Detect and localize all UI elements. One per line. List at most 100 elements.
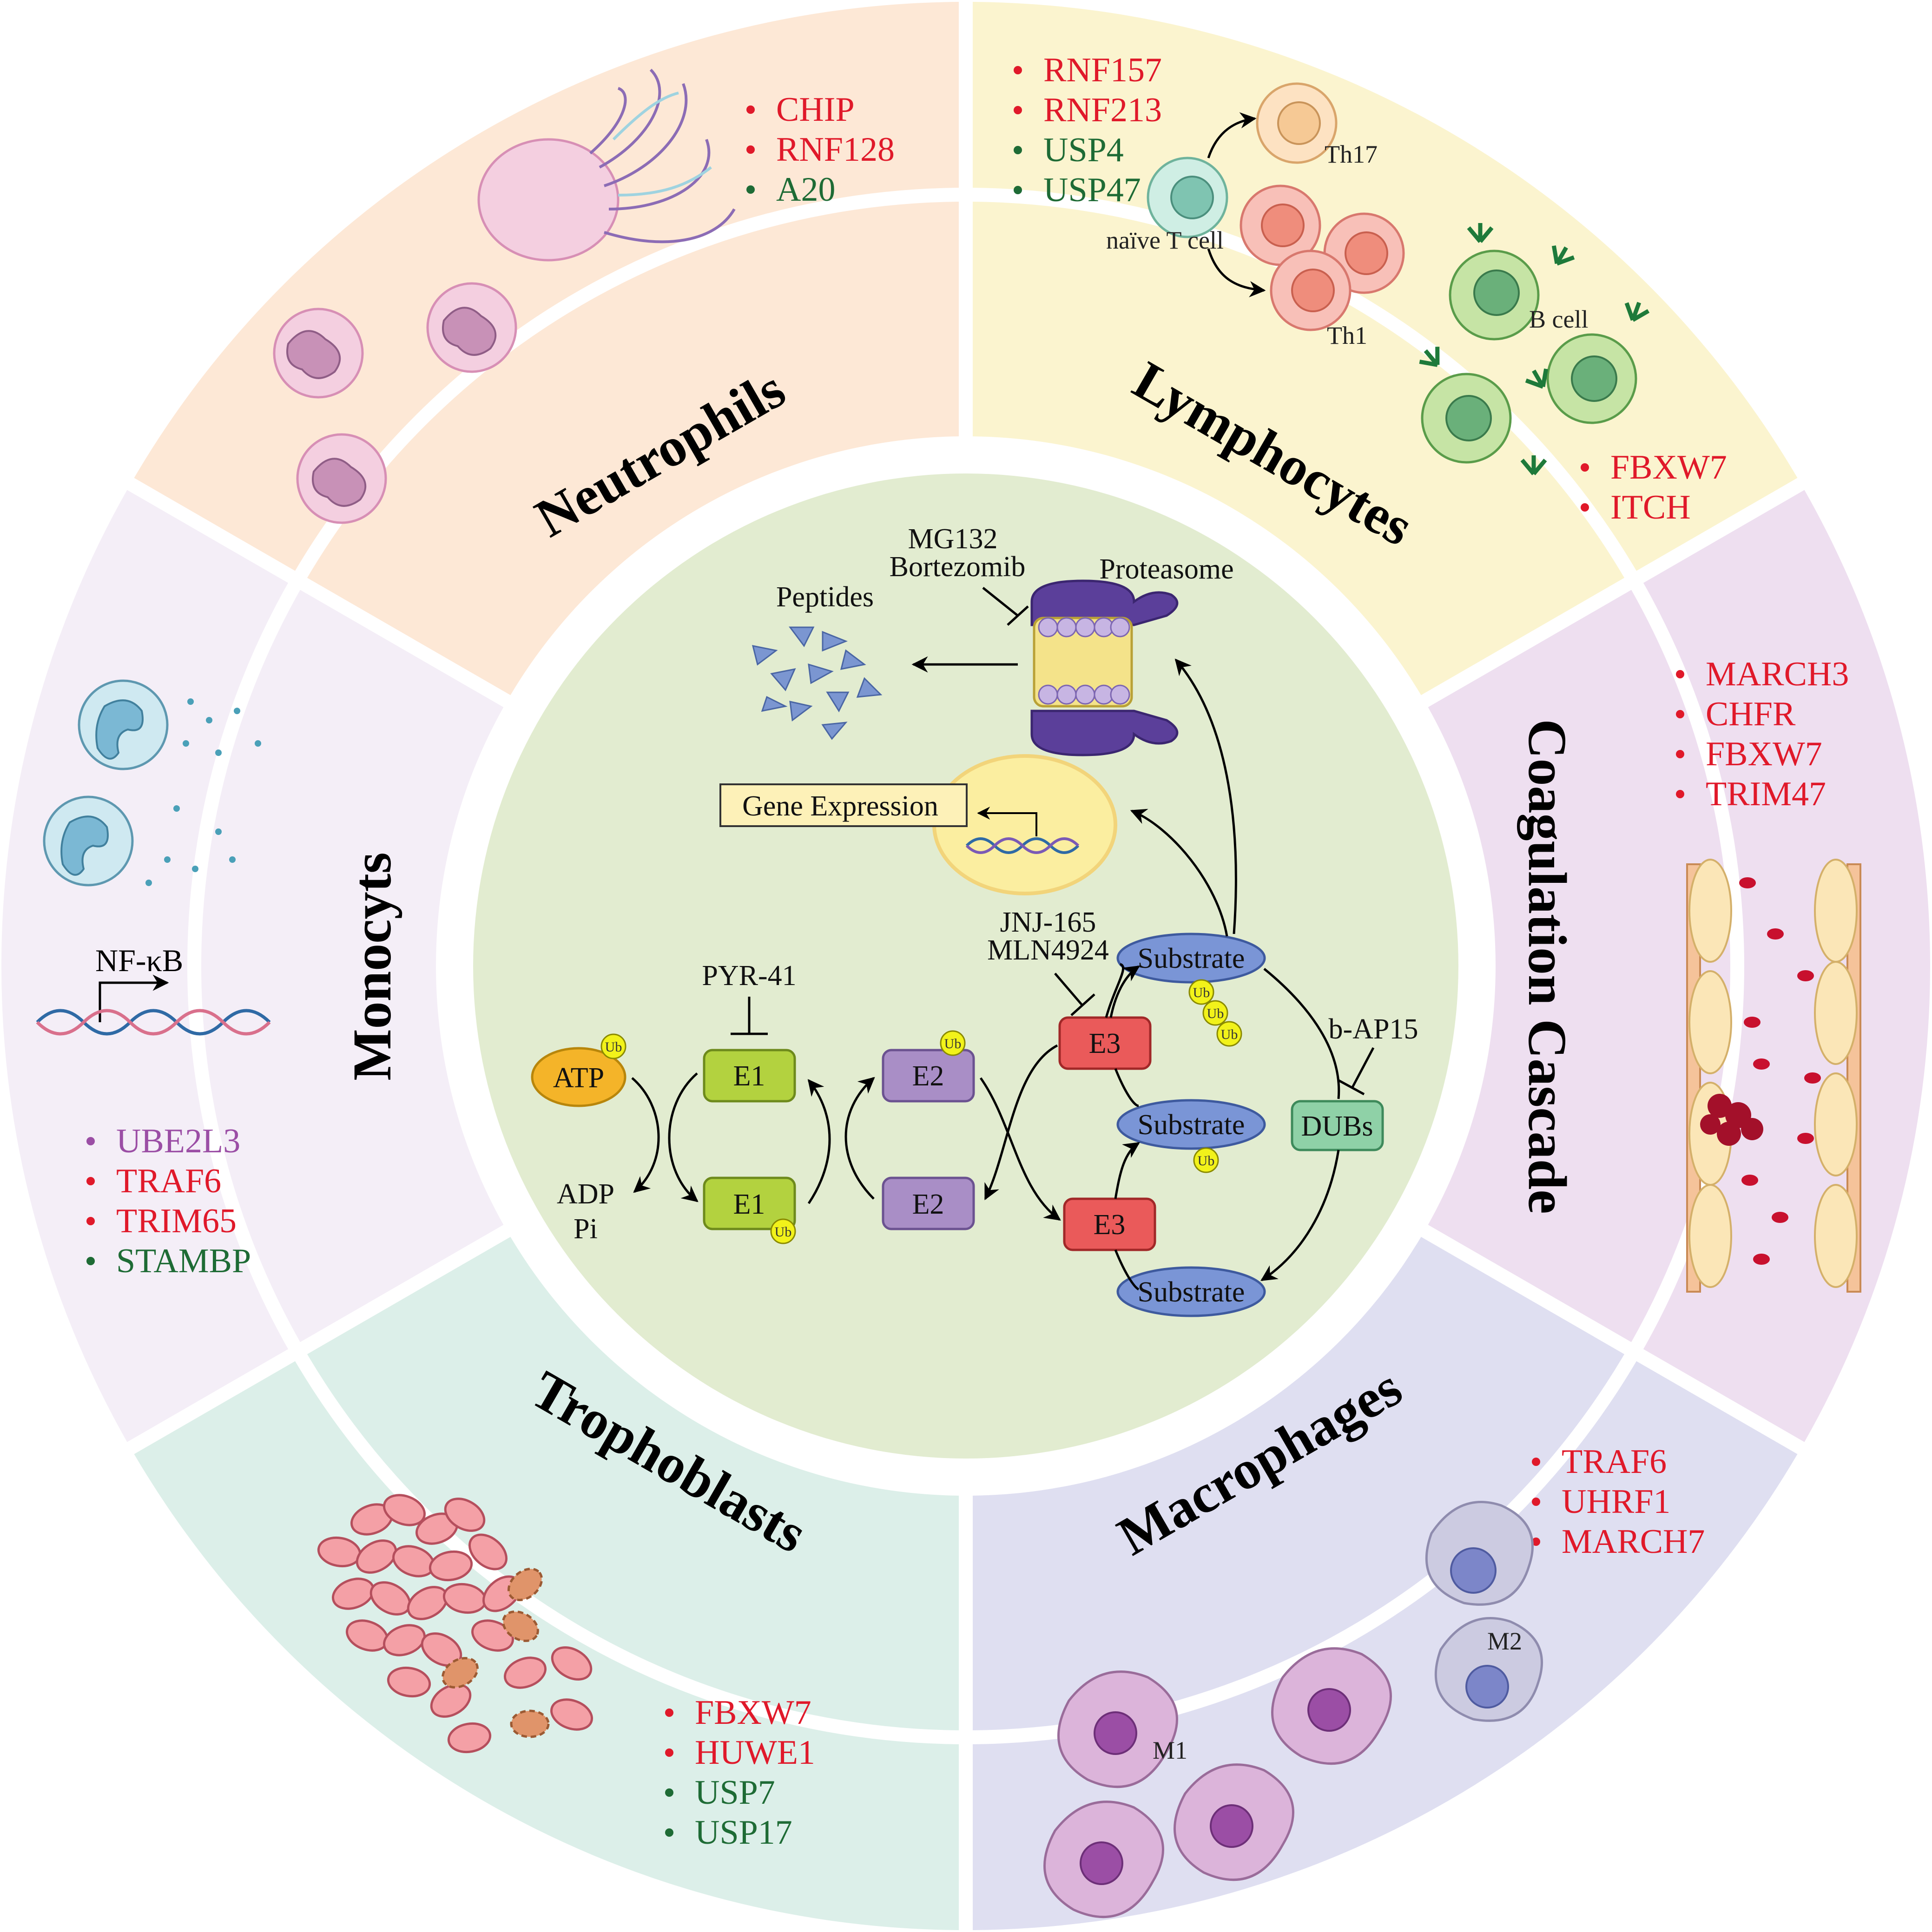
cycle-arrows [631, 658, 1340, 1291]
gene-name: USP7 [695, 1774, 775, 1812]
pi-label: Pi [574, 1213, 598, 1245]
gene-bullet [1532, 1458, 1540, 1466]
e1-ub-badge [770, 1218, 796, 1244]
gene-bullet [746, 105, 755, 114]
gene-bullet [746, 185, 755, 194]
peptides-icon [752, 626, 883, 740]
inhibition-pyr41 [731, 997, 768, 1035]
peptides-label: Peptides [776, 581, 874, 613]
gene-name: UHRF1 [1562, 1483, 1670, 1521]
poly-ub-chain [1188, 979, 1242, 1047]
e2-bottom-node [882, 1176, 975, 1230]
poly-ub-label-3: Ub [1221, 1027, 1238, 1042]
substrate-bottom-label: Substrate [1138, 1276, 1245, 1308]
neutrophil-net-illustration [477, 68, 736, 262]
substrate-top-node [1116, 933, 1266, 984]
inhibitor-mg132: MG132 [908, 523, 998, 555]
gene-name: RNF213 [1043, 91, 1162, 129]
inhibitor-jnj165: JNJ-165 [1000, 907, 1096, 938]
gene-name: TRAF6 [116, 1162, 221, 1200]
gene-name: STAMBP [116, 1242, 251, 1280]
inhibitor-bortezomib: Bortezomib [890, 551, 1026, 583]
macrophage-m2-2 [1434, 1617, 1543, 1722]
gene-bullet [1014, 106, 1022, 114]
gene-name: MARCH3 [1706, 655, 1849, 693]
gene-name: MARCH7 [1562, 1523, 1705, 1561]
gene-bullet [665, 1709, 673, 1717]
gene-bullet [665, 1748, 673, 1757]
nfkb-promoter-arrow [99, 974, 169, 1022]
adp-label: ADP [557, 1178, 614, 1210]
inhibition-mg132 [982, 587, 1029, 626]
trophoblast-cluster [317, 1494, 593, 1754]
e3-bottom-node [1063, 1197, 1156, 1251]
th17-cell [1256, 82, 1338, 164]
monocyte-cell-2 [43, 795, 134, 887]
e1-top-label: E1 [733, 1060, 765, 1092]
substrate-middle-node [1116, 1099, 1266, 1150]
macrophage-m2-1 [1425, 1501, 1534, 1606]
gene-name: RNF128 [776, 131, 895, 169]
e2-top-label: E2 [912, 1060, 944, 1092]
gene-name: CHFR [1706, 695, 1796, 733]
inhibitor-pyr41: PYR-41 [702, 960, 796, 992]
gene-name: A20 [776, 171, 835, 209]
gene-expression-arrow [977, 807, 1037, 836]
atp-ub-badge [600, 1033, 626, 1059]
substrate-bottom-node [1116, 1266, 1266, 1317]
e2-top-node [882, 1049, 975, 1103]
gene-name: USP4 [1043, 131, 1124, 169]
blood-vessel-illustration [1686, 859, 1861, 1293]
gene-bullet [1014, 186, 1022, 194]
gene-bullet [1532, 1498, 1540, 1506]
gene-name: RNF157 [1043, 51, 1162, 89]
th1-label: Th1 [1327, 322, 1367, 349]
gene-bullet [1676, 790, 1684, 798]
proteasome-label: Proteasome [1099, 553, 1233, 585]
th1-cell-3 [1270, 250, 1352, 331]
gene-name: ITCH [1610, 488, 1691, 526]
monocyte-cell-1 [78, 679, 169, 770]
atp-ub-label: Ub [605, 1039, 622, 1055]
gene-name: TRAF6 [1562, 1443, 1667, 1481]
e2-bottom-label: E2 [912, 1189, 944, 1220]
monocyte-dna-helix [36, 1009, 271, 1036]
gene-name: FBXW7 [1610, 448, 1727, 486]
gene-bullet [1581, 463, 1589, 472]
b-cell-2 [1546, 333, 1637, 424]
inhibition-jnj [1054, 973, 1095, 1016]
nfkb-label: NF-κB [95, 943, 183, 978]
label-coagulation: Coagulation Cascade [1517, 719, 1578, 1214]
label-monocytes: Monocyts [342, 852, 402, 1081]
inhibition-bap15 [1338, 1047, 1375, 1096]
atp-node [531, 1047, 626, 1107]
mono-ub-badge [1193, 1147, 1219, 1173]
th17-label: Th17 [1325, 140, 1378, 168]
b-cell-3 [1421, 373, 1512, 464]
b-cell-1 [1449, 250, 1540, 341]
inhibitor-bap15: b-AP15 [1329, 1013, 1418, 1045]
e1-bottom-label: E1 [733, 1189, 765, 1220]
macrophage-m1-2 [1271, 1647, 1392, 1765]
antibody-icons [1419, 223, 1650, 475]
gene-name: TRIM65 [116, 1202, 237, 1240]
atp-label: ATP [553, 1062, 604, 1094]
macrophage-m1-4 [1043, 1801, 1164, 1919]
e1-bottom-node [703, 1176, 796, 1230]
e3-top-label: E3 [1089, 1028, 1121, 1059]
gene-bullet [86, 1177, 95, 1185]
neutrophil-cell-3 [296, 433, 387, 524]
gene-bullet [1676, 750, 1684, 758]
substrate-top-label: Substrate [1138, 943, 1245, 974]
e3-bottom-label: E3 [1094, 1209, 1126, 1241]
naive-t-cell-label: naïve T cell [1106, 226, 1224, 254]
poly-ub-label-2: Ub [1207, 1006, 1224, 1021]
e1-top-node [703, 1049, 796, 1103]
e2-ub-badge [940, 1030, 966, 1056]
